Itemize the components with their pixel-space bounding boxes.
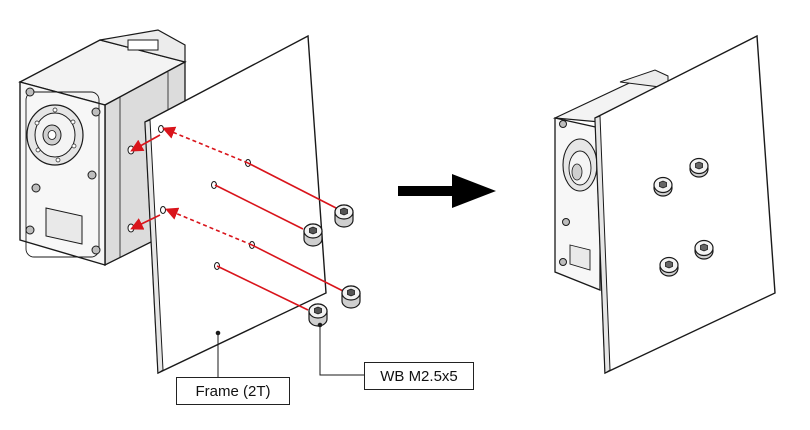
screw-callout-label: WB M2.5x5 <box>364 362 474 390</box>
right-arrow-icon <box>398 174 496 208</box>
hex-socket-screw-icon <box>334 204 354 228</box>
hex-socket-screw-icon <box>303 223 323 247</box>
assembly-arrow-short <box>130 134 161 152</box>
hex-socket-screw-icon <box>341 285 361 309</box>
hex-socket-screw-icon <box>659 256 679 277</box>
assembly-arrow-line <box>214 184 304 230</box>
hex-socket-screw-icon <box>694 239 714 260</box>
frame-plate-left <box>144 34 327 375</box>
frame-plate-right <box>594 34 776 375</box>
assembly-arrow-line <box>247 162 341 211</box>
assembly-arrow-dashed <box>162 126 249 164</box>
assembly-arrow-line <box>251 244 346 293</box>
assembly-arrows <box>130 126 346 311</box>
assembly-arrow-short <box>130 214 161 230</box>
hex-socket-screw-icon <box>689 157 709 178</box>
assembly-arrow-line <box>216 265 309 311</box>
servo-actuator-left <box>18 29 187 267</box>
hex-socket-screw-icon <box>653 176 673 197</box>
frame-callout-label: Frame (2T) <box>176 377 290 405</box>
hex-socket-screw-icon <box>308 303 328 327</box>
assembly-arrow-dashed <box>165 207 253 246</box>
callout-leaders <box>215 322 364 377</box>
servo-actuator-right <box>552 69 670 291</box>
